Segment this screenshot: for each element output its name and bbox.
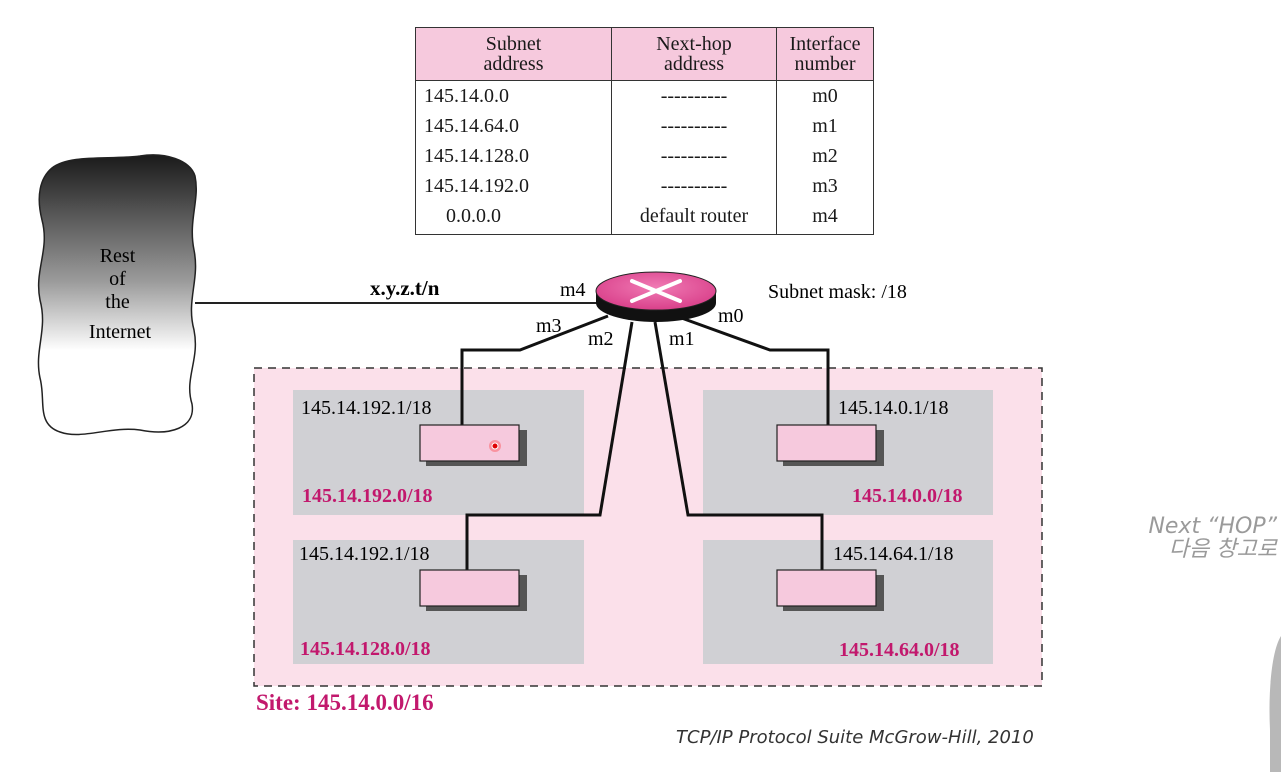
router-cross-icon [630,279,682,303]
cell-interface: m1 [776,111,874,141]
site-label: Site: 145.14.0.0/16 [256,690,434,715]
video-thumbnail-edge [1269,636,1281,772]
link-m0 [675,314,830,430]
side-note: Next “HOP” 다음 창고로 [1148,515,1277,561]
port-label-m2: m2 [588,328,614,350]
side-note-line2: 다음 창고로 [1168,537,1277,563]
cell-next-hop: ---------- [611,141,777,171]
cloud-label: Rest of the Internet [89,245,152,343]
link-label: x.y.z.t/n [370,276,440,300]
cell-interface: m0 [776,80,874,111]
host-top-right [776,424,884,466]
host-addresses: 145.14.192.1/18 145.14.0.1/18 145.14.192… [299,397,954,565]
cell-interface: m2 [776,141,874,171]
link-m2 [465,321,634,578]
port-label-m4: m4 [560,279,586,301]
cell-next-hop: default router [611,201,777,235]
table-row: 145.14.192.0 ---------- m3 [415,171,874,201]
cell-next-hop: ---------- [611,171,777,201]
host-bottom-right [776,569,884,611]
host-address-label: 145.14.64.1/18 [833,543,954,565]
cell-subnet: 0.0.0.0 [415,201,612,235]
cell-interface: m3 [776,171,874,201]
cell-next-hop: ---------- [611,80,777,111]
router-links [460,314,830,578]
host-address-label: 145.14.192.1/18 [299,543,430,565]
host-top-left [419,424,527,466]
port-label-m1: m1 [669,328,695,350]
link-m3 [460,314,609,425]
table-row: 145.14.0.0 ---------- m0 [415,80,874,111]
subnet-mask-label: Subnet mask: /18 [768,281,907,303]
port-label-m0: m0 [718,305,744,327]
network-label: 145.14.192.0/18 [302,485,433,507]
credit-caption: TCP/IP Protocol Suite McGrow-Hill, 2010 [676,727,1034,748]
network-label: 145.14.0.0/18 [852,485,963,507]
cell-subnet: 145.14.192.0 [415,171,612,201]
link-m1 [653,321,824,578]
table-row: 145.14.64.0 ---------- m1 [415,111,874,141]
side-note-line1: Next “HOP” [1148,514,1277,539]
network-label: 145.14.128.0/18 [300,638,431,660]
host-address-label: 145.14.192.1/18 [301,397,432,419]
cell-subnet: 145.14.0.0 [415,80,612,111]
port-label-m3: m3 [536,315,562,337]
cell-subnet: 145.14.64.0 [415,111,612,141]
network-labels: 145.14.192.0/18 145.14.0.0/18 145.14.128… [300,485,963,661]
cell-subnet: 145.14.128.0 [415,141,612,171]
table-row: 0.0.0.0 default router m4 [415,201,874,235]
network-label: 145.14.64.0/18 [839,639,960,661]
host-address-label: 145.14.0.1/18 [838,397,949,419]
cell-interface: m4 [776,201,874,235]
router [595,271,717,322]
internet-cloud [37,154,197,436]
table-row: 145.14.128.0 ---------- m2 [415,141,874,171]
cell-next-hop: ---------- [611,111,777,141]
host-bottom-left [419,569,527,611]
router-ports: m4 m3 m2 m1 m0 [536,279,744,350]
